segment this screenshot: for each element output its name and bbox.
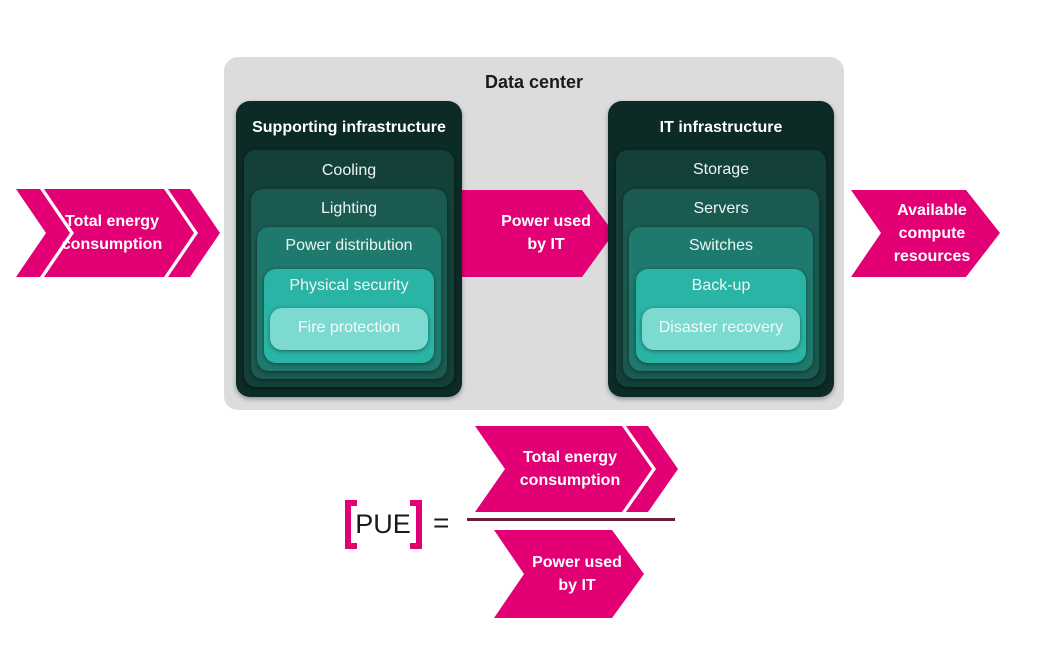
input-arrow-label: Total energy consumption (61, 213, 163, 253)
layer-disaster-recovery (642, 308, 800, 350)
it-infrastructure-title: IT infrastructure (659, 119, 783, 136)
numerator-chevron-right (626, 426, 678, 512)
layer-label: Fire protection (297, 319, 401, 336)
input-arrow-body (44, 189, 194, 277)
layer-label: Cooling (321, 162, 377, 179)
equals-sign: = (433, 507, 450, 538)
denominator-arrow-body (494, 530, 644, 618)
numerator-chevron-left (475, 426, 530, 512)
input-chevron-right (168, 189, 220, 277)
layer-label: Lighting (320, 200, 378, 217)
layer-label: Storage (692, 161, 750, 178)
layer-label: Back-up (691, 277, 751, 294)
numerator-arrow-body (498, 426, 652, 512)
pue-bracket-left (345, 500, 357, 549)
fraction-bar (467, 518, 675, 521)
middle-arrow-body (462, 190, 614, 277)
layer-fire-protection (270, 308, 428, 350)
layer-label: Disaster recovery (658, 319, 784, 336)
output-arrow-body (851, 190, 1000, 277)
output-arrow-label: Available compute resources (893, 201, 971, 265)
layer-label: Physical security (289, 277, 409, 294)
formula-denominator-label: Power used by IT (532, 554, 622, 594)
data-center-title: Data center (484, 72, 584, 92)
layer-label: Switches (688, 237, 754, 254)
layer-label: Power distribution (285, 237, 413, 254)
input-chevron-left (16, 189, 70, 277)
pue-label: PUE (355, 508, 411, 539)
formula-numerator-label: Total energy consumption (519, 449, 621, 489)
middle-arrow-label: Power used by IT (501, 213, 591, 253)
pue-bracket-right (410, 500, 422, 549)
layer-label: Servers (693, 200, 749, 217)
supporting-infrastructure-title: Supporting infrastructure (252, 119, 446, 136)
